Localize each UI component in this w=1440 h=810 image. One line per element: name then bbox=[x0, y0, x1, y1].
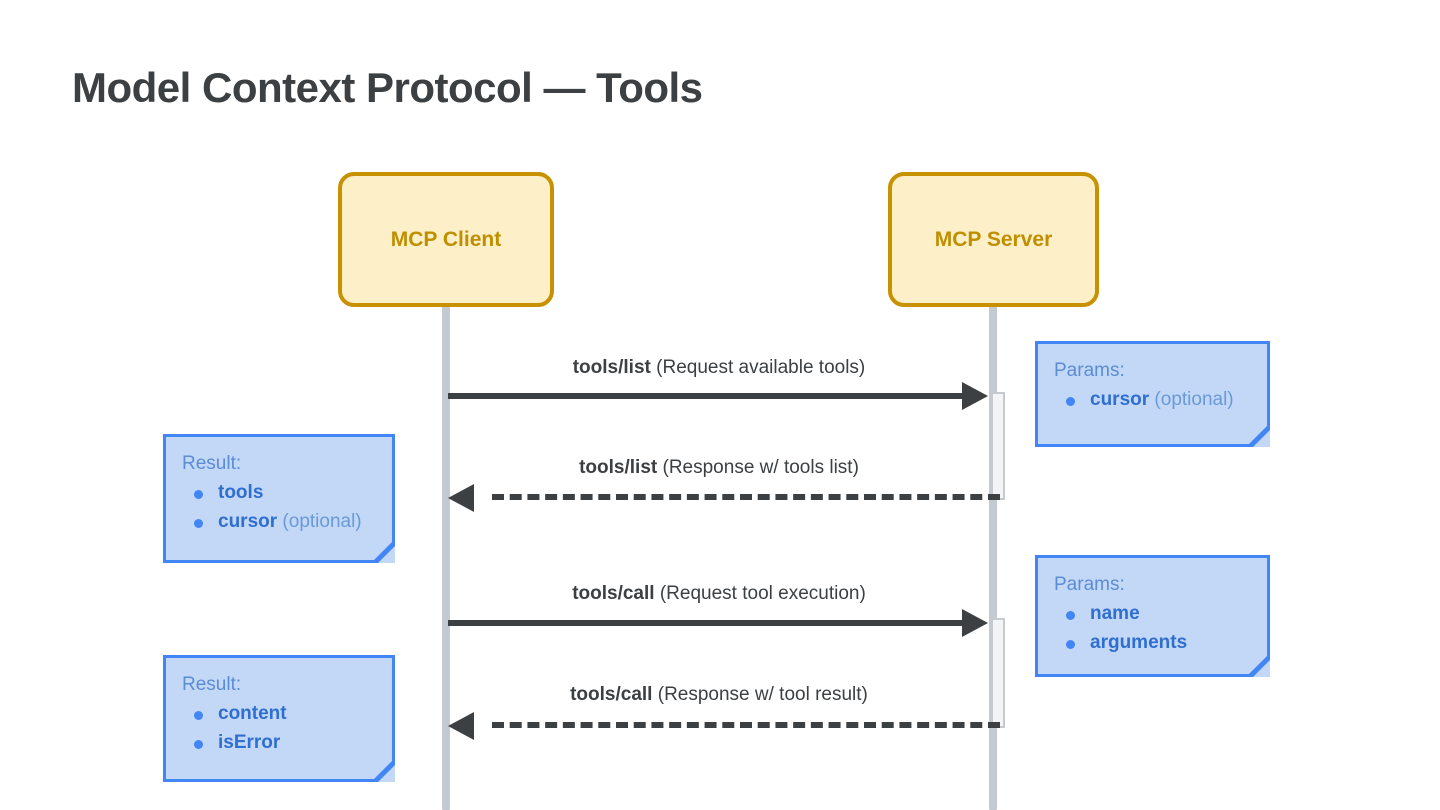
note-item-name: tools bbox=[218, 481, 264, 503]
message-label-1: tools/list (Request available tools) bbox=[573, 357, 866, 379]
note-list-item: name bbox=[1054, 600, 1251, 629]
note-result-tools-call: Result: content isError bbox=[163, 655, 395, 782]
note-item-list: content isError bbox=[182, 700, 376, 758]
note-item-list: name arguments bbox=[1054, 600, 1251, 658]
note-item-list: cursor (optional) bbox=[1054, 386, 1251, 415]
activation-bar-server-1 bbox=[991, 392, 1005, 500]
note-params-tools-list: Params: cursor (optional) bbox=[1035, 341, 1270, 447]
lifeline-server bbox=[989, 300, 997, 810]
note-fold-corner-icon bbox=[1246, 423, 1270, 447]
note-list-item: cursor (optional) bbox=[182, 508, 376, 537]
note-list-item: cursor (optional) bbox=[1054, 386, 1251, 415]
message-label-2: tools/list (Response w/ tools list) bbox=[579, 457, 859, 479]
participant-client-label: MCP Client bbox=[390, 227, 502, 251]
message-description-3: (Request tool execution) bbox=[659, 583, 866, 604]
participant-server-label: MCP Server bbox=[934, 227, 1053, 251]
arrowhead-left-icon-2 bbox=[448, 484, 474, 512]
message-line-2 bbox=[492, 494, 1000, 500]
message-method-4: tools/call bbox=[570, 684, 653, 705]
note-item-list: tools cursor (optional) bbox=[182, 479, 376, 537]
note-item-suffix: (optional) bbox=[277, 510, 362, 532]
message-method-2: tools/list bbox=[579, 457, 658, 478]
arrowhead-left-icon-4 bbox=[448, 712, 474, 740]
message-line-4 bbox=[492, 722, 1000, 728]
message-method-1: tools/list bbox=[572, 357, 651, 378]
note-list-item: isError bbox=[182, 729, 376, 758]
note-item-name: cursor bbox=[218, 510, 278, 532]
note-item-name: arguments bbox=[1090, 631, 1188, 653]
message-description-2: (Response w/ tools list) bbox=[662, 457, 859, 478]
note-fold-corner-icon bbox=[371, 758, 395, 782]
note-fold-corner-icon bbox=[371, 539, 395, 563]
message-description-4: (Response w/ tool result) bbox=[657, 684, 868, 705]
message-label-3: tools/call (Request tool execution) bbox=[572, 583, 866, 605]
note-title: Params: bbox=[1054, 360, 1125, 381]
participant-mcp-server[interactable]: MCP Server bbox=[888, 172, 1099, 307]
note-item-suffix: (optional) bbox=[1149, 388, 1234, 410]
note-list-item: content bbox=[182, 700, 376, 729]
note-title: Result: bbox=[182, 453, 242, 474]
message-label-4: tools/call (Response w/ tool result) bbox=[570, 684, 868, 706]
page-title: Model Context Protocol — Tools bbox=[72, 64, 703, 111]
note-title: Params: bbox=[1054, 574, 1125, 595]
note-item-name: cursor bbox=[1090, 388, 1150, 410]
lifeline-client bbox=[442, 300, 450, 810]
note-list-item: tools bbox=[182, 479, 376, 508]
participant-mcp-client[interactable]: MCP Client bbox=[338, 172, 554, 307]
message-description-1: (Request available tools) bbox=[656, 357, 866, 378]
arrowhead-right-icon-3 bbox=[962, 609, 988, 637]
note-item-name: name bbox=[1090, 602, 1140, 624]
arrowhead-right-icon-1 bbox=[962, 382, 988, 410]
note-item-name: isError bbox=[218, 731, 281, 753]
activation-bar-server-2 bbox=[991, 618, 1005, 728]
note-title: Result: bbox=[182, 674, 242, 695]
message-line-3 bbox=[448, 620, 968, 626]
message-line-1 bbox=[448, 393, 968, 399]
note-result-tools-list: Result: tools cursor (optional) bbox=[163, 434, 395, 563]
note-item-name: content bbox=[218, 702, 287, 724]
message-method-3: tools/call bbox=[572, 583, 655, 604]
note-list-item: arguments bbox=[1054, 629, 1251, 658]
note-params-tools-call: Params: name arguments bbox=[1035, 555, 1270, 677]
